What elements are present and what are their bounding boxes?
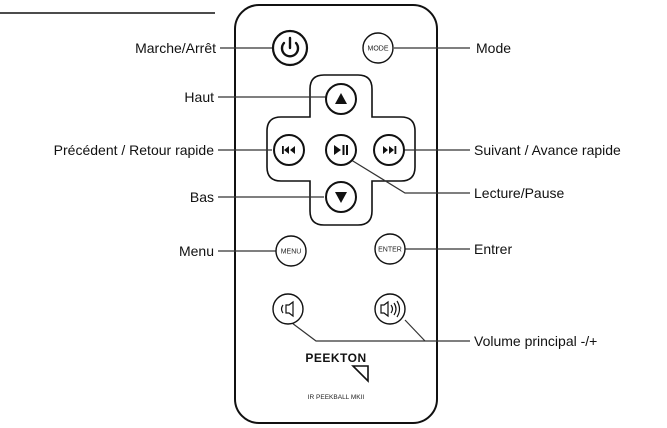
label-menu: Menu [178,243,214,259]
leader-vol-up [404,319,426,342]
enter-button[interactable]: ENTER [374,233,406,265]
next-button[interactable] [373,134,405,166]
label-play-pause: Lecture/Pause [474,185,565,201]
skip-forward-icon [383,146,397,154]
leader-lines [218,47,470,342]
prev-button[interactable] [273,134,305,166]
dpad-outline [266,74,416,226]
volume-down-button[interactable] [272,293,304,325]
volume-up-button[interactable] [374,293,406,325]
model-name: IR PEEKBALL MKII [308,394,365,401]
label-down: Bas [189,189,214,205]
play-pause-icon [334,145,348,155]
label-enter: Entrer [474,241,513,257]
label-power: Marche/Arrêt [135,40,216,56]
leader-play [347,157,470,194]
brand-mark [351,365,369,383]
speaker-low-icon [280,300,294,318]
leader-vol-down [287,319,470,342]
up-button[interactable] [325,83,357,115]
label-up: Haut [184,89,214,105]
label-next: Suivant / Avance rapide [474,142,621,158]
menu-button[interactable]: MENU [275,235,307,267]
skip-back-icon [282,146,295,154]
power-icon [280,36,300,58]
label-mode: Mode [476,40,512,56]
mode-button[interactable]: MODE [362,32,394,64]
down-button[interactable] [325,181,357,213]
label-prev: Précédent / Retour rapide [53,142,214,158]
mode-button-text: MODE [368,46,389,53]
enter-button-text: ENTER [378,247,402,254]
power-button[interactable] [271,29,309,67]
play-pause-button[interactable] [325,134,357,166]
triangle-up-icon [335,93,347,104]
speaker-high-icon [380,300,401,318]
menu-button-text: MENU [281,249,302,256]
brand-logo: PEEKTON [305,351,366,365]
label-volume: Volume principal -/+ [474,333,598,349]
triangle-down-icon [335,192,347,203]
